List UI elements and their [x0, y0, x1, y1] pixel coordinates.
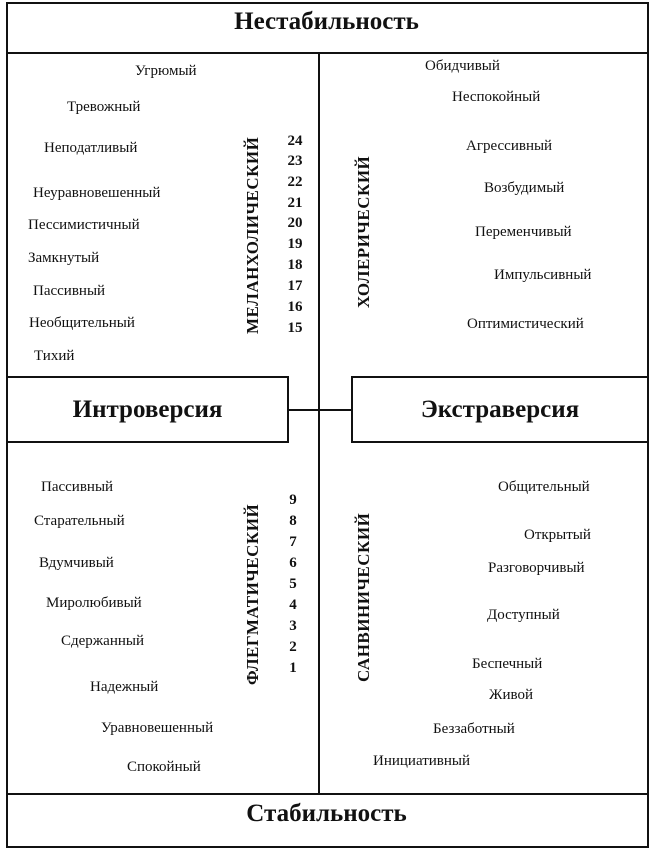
melancholic-word: Тихий — [34, 348, 75, 364]
bottom-divider — [6, 793, 649, 795]
horizontal-axis-line — [288, 409, 352, 411]
melancholic-word: Замкнутый — [28, 250, 100, 266]
phlegmatic-label: ФЛЕГМАТИЧЕСКИЙ — [243, 503, 262, 685]
melancholic-word: Необщительный — [29, 315, 135, 331]
scale-number: 17 — [287, 278, 303, 294]
phlegmatic-word: Старательный — [34, 513, 125, 529]
scale-number: 19 — [287, 236, 303, 252]
top-divider — [6, 52, 649, 54]
choleric-word: Импульсивный — [494, 267, 592, 283]
scale-number: 8 — [289, 513, 297, 529]
choleric-label: ХОЛЕРИЧЕСКИЙ — [354, 155, 373, 308]
introversion-box: Интроверсия — [6, 376, 289, 443]
melancholic-word: Угрюмый — [135, 63, 197, 79]
sanguine-word: Живой — [489, 687, 533, 703]
scale-number: 23 — [287, 153, 303, 169]
melancholic-word: Пассивный — [33, 283, 106, 299]
scale-number: 22 — [287, 174, 303, 190]
scale-number: 9 — [289, 492, 297, 508]
sanguine-word: Общительный — [498, 479, 590, 495]
scale-number: 15 — [287, 320, 303, 336]
choleric-word: Обидчивый — [425, 58, 500, 74]
sanguine-word: Разговорчивый — [488, 560, 585, 576]
phlegmatic-word: Пассивный — [41, 479, 114, 495]
melancholic-word: Пессимистичный — [28, 217, 140, 233]
scale-number: 4 — [289, 597, 297, 613]
scale-number: 24 — [287, 133, 303, 149]
scale-number: 7 — [289, 534, 297, 550]
phlegmatic-word: Уравновешенный — [101, 720, 214, 736]
phlegmatic-word: Сдержанный — [61, 633, 144, 649]
scale-number: 20 — [287, 215, 303, 231]
choleric-word: Агрессивный — [466, 138, 553, 154]
extraversion-label: Экстраверсия — [420, 395, 580, 423]
melancholic-label: МЕЛАНХОЛИЧЕСКИЙ — [243, 136, 262, 334]
sanguine-word: Инициативный — [373, 753, 471, 769]
scale-number: 18 — [287, 257, 303, 273]
introversion-label: Интроверсия — [72, 395, 223, 423]
choleric-word: Неспокойный — [452, 89, 541, 105]
sanguine-word: Беспечный — [472, 656, 543, 672]
melancholic-word: Неподатливый — [44, 140, 138, 156]
scale-number: 6 — [289, 555, 297, 571]
phlegmatic-word: Вдумчивый — [39, 555, 114, 571]
choleric-word: Переменчивый — [475, 224, 572, 240]
top-title: Нестабильность — [234, 8, 419, 35]
scale-number: 16 — [287, 299, 303, 315]
melancholic-word: Тревожный — [67, 99, 141, 115]
scale-number: 1 — [289, 660, 297, 676]
choleric-word: Оптимистический — [467, 316, 584, 332]
phlegmatic-word: Миролюбивый — [46, 595, 142, 611]
scale-number: 21 — [287, 195, 303, 211]
choleric-word: Возбудимый — [484, 180, 565, 196]
scale-number: 5 — [289, 576, 297, 592]
sanguine-word: Открытый — [524, 527, 591, 543]
phlegmatic-word: Надежный — [90, 679, 159, 695]
bottom-title: Стабильность — [246, 800, 407, 827]
sanguine-word: Доступный — [487, 607, 560, 623]
vertical-axis-line — [318, 53, 320, 794]
sanguine-word: Беззаботный — [433, 721, 515, 737]
extraversion-box: Экстраверсия — [351, 376, 649, 443]
sanguine-label: САНВИНИЧЕСКИЙ — [354, 512, 373, 682]
scale-number: 3 — [289, 618, 297, 634]
melancholic-word: Неуравновешенный — [33, 185, 161, 201]
scale-number: 2 — [289, 639, 297, 655]
phlegmatic-word: Спокойный — [127, 759, 201, 775]
